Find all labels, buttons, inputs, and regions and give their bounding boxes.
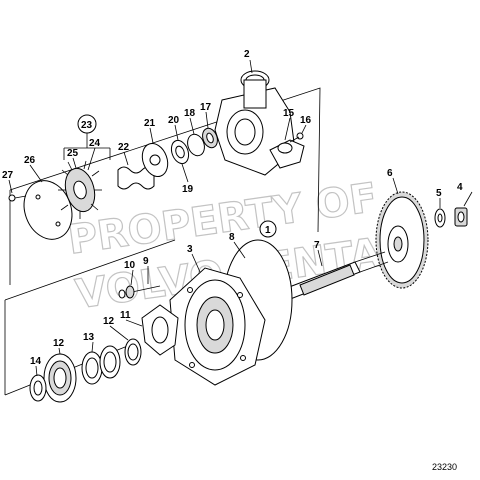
callout-4: 4 bbox=[457, 182, 463, 193]
callout-27: 27 bbox=[2, 170, 14, 181]
shaft-seal bbox=[29, 374, 47, 402]
callout-7: 7 bbox=[314, 240, 320, 251]
callout-26: 26 bbox=[24, 155, 36, 166]
callout-18: 18 bbox=[184, 108, 196, 119]
callout-12-ring: 12 bbox=[103, 316, 115, 327]
callout-21: 21 bbox=[144, 118, 156, 129]
bearing-rings bbox=[81, 345, 121, 385]
bearing-housing bbox=[169, 267, 266, 386]
callout-9: 9 bbox=[143, 256, 149, 267]
callout-labels: 2 4 5 6 8 7 3 9 10 11 12 13 12 14 15 16 … bbox=[2, 49, 463, 367]
circled-callout-23: 23 bbox=[77, 114, 97, 148]
pump-housing bbox=[214, 70, 305, 176]
bolt-assembly bbox=[118, 285, 161, 299]
callout-14: 14 bbox=[30, 356, 42, 367]
callout-24: 24 bbox=[89, 138, 101, 149]
callout-25: 25 bbox=[67, 148, 79, 159]
leader-lines bbox=[8, 59, 473, 377]
callout-10: 10 bbox=[124, 260, 136, 271]
callout-20: 20 bbox=[168, 115, 180, 126]
circled-callout-1: 1 bbox=[259, 220, 277, 238]
cam-spring bbox=[117, 166, 155, 190]
ball-bearing bbox=[43, 353, 77, 403]
drive-gear bbox=[375, 191, 429, 289]
retaining-ring bbox=[124, 338, 142, 366]
callout-5: 5 bbox=[436, 188, 442, 199]
pump-fittings bbox=[277, 132, 304, 154]
callout-2: 2 bbox=[244, 49, 250, 60]
screw bbox=[8, 194, 27, 202]
figure-number: 23230 bbox=[432, 462, 457, 472]
gear-nut bbox=[454, 207, 468, 227]
callout-13: 13 bbox=[83, 332, 95, 343]
callout-19: 19 bbox=[182, 184, 194, 195]
callout-15: 15 bbox=[283, 108, 295, 119]
callout-11: 11 bbox=[120, 310, 131, 321]
callout-17: 17 bbox=[200, 102, 212, 113]
callout-8: 8 bbox=[229, 232, 235, 243]
impeller bbox=[58, 160, 102, 219]
callout-6: 6 bbox=[387, 168, 393, 179]
callout-12: 12 bbox=[53, 338, 65, 349]
flange-bracket bbox=[141, 304, 179, 356]
upper-group-frame bbox=[9, 87, 321, 285]
washer bbox=[434, 208, 446, 228]
seal-rings bbox=[170, 127, 218, 165]
callout-1: 1 bbox=[265, 225, 271, 236]
callout-23: 23 bbox=[81, 120, 93, 131]
wear-plate bbox=[141, 143, 169, 177]
callout-22: 22 bbox=[118, 142, 130, 153]
callout-16: 16 bbox=[300, 115, 312, 126]
callout-3: 3 bbox=[187, 244, 193, 255]
